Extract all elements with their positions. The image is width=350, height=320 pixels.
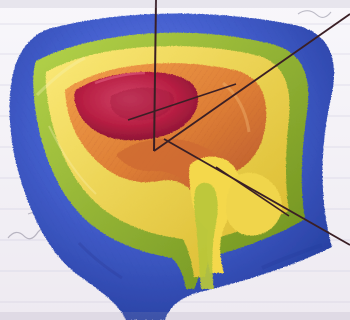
illustration-canvas xyxy=(0,0,350,320)
embryo-cross-section-drawing xyxy=(0,0,350,320)
